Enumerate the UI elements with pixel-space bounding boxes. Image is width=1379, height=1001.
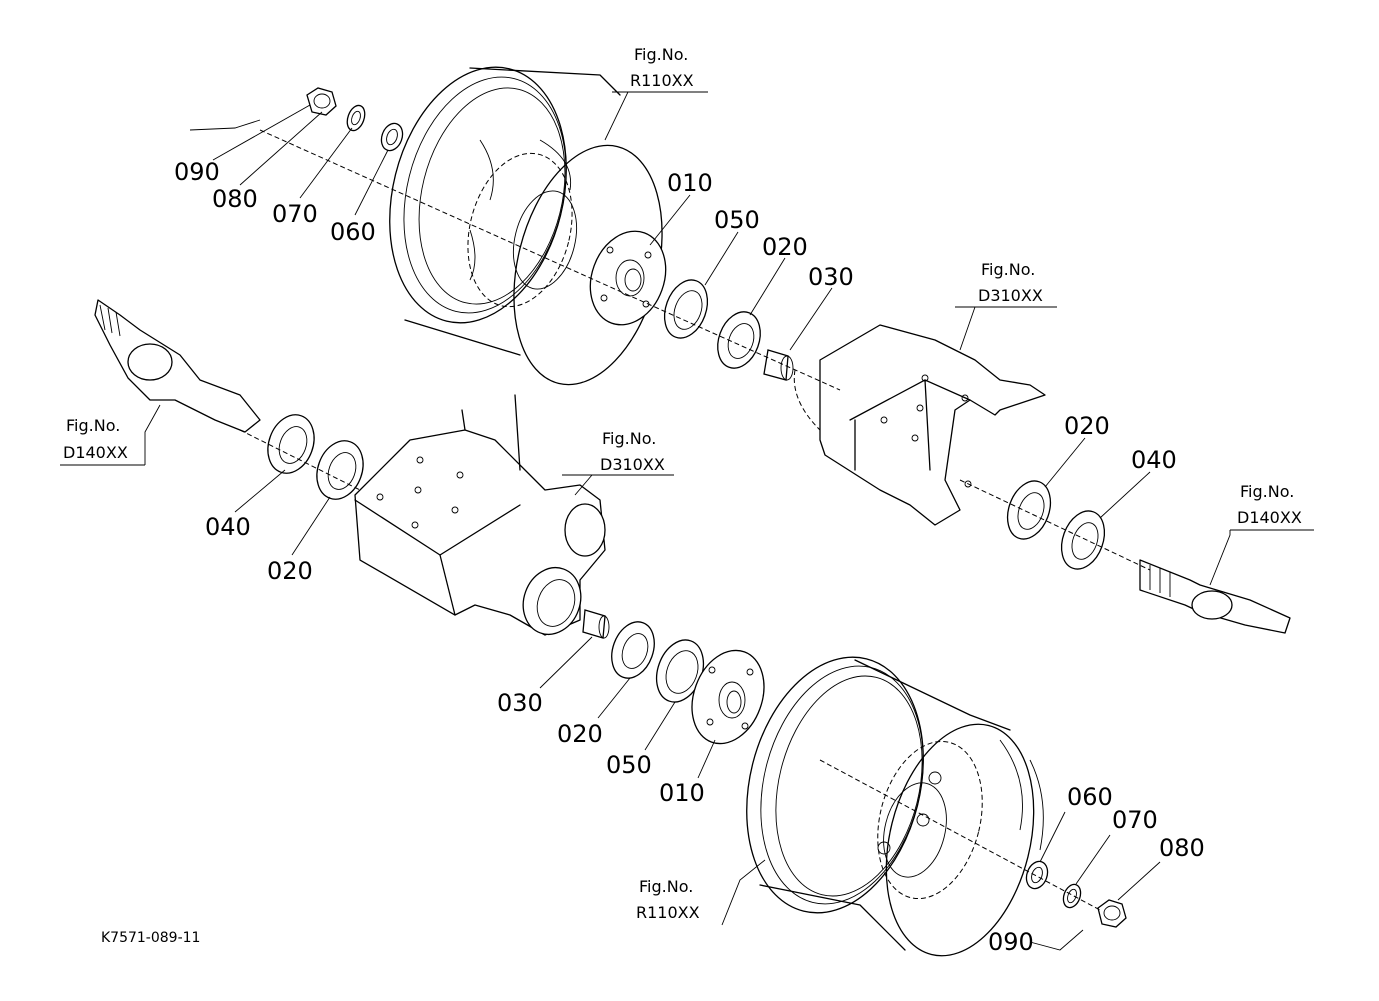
fig-ref-right-shaft-code: D140XX bbox=[1237, 508, 1302, 527]
fig-ref-right-housing-code: D310XX bbox=[978, 286, 1043, 305]
right-bearing bbox=[1006, 480, 1052, 540]
top-bearing bbox=[717, 311, 761, 369]
part-bottom-nut: 090 bbox=[988, 928, 1034, 956]
top-axis-line bbox=[259, 129, 841, 391]
left-axle-housing bbox=[354, 394, 606, 636]
part-right-seal: 040 bbox=[1131, 446, 1177, 474]
top-nut bbox=[306, 87, 337, 116]
right-drive-shaft bbox=[1139, 559, 1291, 634]
fig-ref-right-housing-label: Fig.No. bbox=[981, 260, 1035, 279]
right-axis-line bbox=[959, 479, 1151, 571]
bottom-nut bbox=[1097, 899, 1127, 928]
part-bottom-spring-washer: 070 bbox=[1112, 806, 1158, 834]
part-bottom-lock-washer: 080 bbox=[1159, 834, 1205, 862]
top-hub-flange bbox=[589, 230, 667, 326]
part-left-seal: 040 bbox=[205, 513, 251, 541]
part-bottom-bearing: 020 bbox=[557, 720, 603, 748]
fig-ref-left-housing-code: D310XX bbox=[600, 455, 665, 474]
fig-ref-right-shaft-label: Fig.No. bbox=[1240, 482, 1294, 501]
part-top-hub: 010 bbox=[667, 169, 713, 197]
top-seal bbox=[663, 279, 709, 339]
left-bearing bbox=[316, 440, 364, 500]
bottom-axis-line bbox=[819, 759, 1101, 911]
fig-ref-bottom-wheel-label: Fig.No. bbox=[639, 877, 693, 896]
fig-ref-top-wheel-label: Fig.No. bbox=[634, 45, 688, 64]
top-lock-washer bbox=[346, 104, 366, 132]
bottom-collar bbox=[582, 609, 610, 639]
fig-ref-left-shaft-label: Fig.No. bbox=[66, 416, 120, 435]
part-top-nut: 090 bbox=[174, 158, 220, 186]
left-axis-line bbox=[239, 429, 361, 491]
left-drive-shaft bbox=[94, 299, 261, 433]
right-axle-housing bbox=[793, 324, 1046, 526]
part-bottom-collar: 030 bbox=[497, 689, 543, 717]
bottom-hub-flange bbox=[691, 649, 765, 745]
part-top-seal: 050 bbox=[714, 206, 760, 234]
part-top-bearing: 020 bbox=[762, 233, 808, 261]
part-bottom-washer: 060 bbox=[1067, 783, 1113, 811]
bottom-bearing bbox=[611, 621, 655, 679]
left-seal bbox=[267, 414, 315, 474]
diagram-code: K7571-089-11 bbox=[101, 930, 200, 946]
part-bottom-seal: 050 bbox=[606, 751, 652, 779]
bottom-lock-washer bbox=[1062, 883, 1082, 909]
top-washer bbox=[380, 122, 404, 152]
bottom-wheel-rim bbox=[746, 656, 1044, 957]
top-wheel-rim bbox=[389, 66, 663, 386]
part-top-collar: 030 bbox=[808, 263, 854, 291]
part-top-lock-washer: 080 bbox=[212, 185, 258, 213]
fig-ref-top-wheel-code: R110XX bbox=[630, 71, 694, 90]
part-top-washer: 060 bbox=[330, 218, 376, 246]
top-collar bbox=[763, 349, 794, 381]
part-right-bearing: 020 bbox=[1064, 412, 1110, 440]
leader-lines bbox=[144, 91, 1231, 951]
right-seal bbox=[1060, 510, 1106, 570]
bottom-washer bbox=[1025, 860, 1049, 890]
fig-ref-bottom-wheel-code: R110XX bbox=[636, 903, 700, 922]
part-top-spring-washer: 070 bbox=[272, 200, 318, 228]
part-left-bearing: 020 bbox=[267, 557, 313, 585]
part-bottom-hub: 010 bbox=[659, 779, 705, 807]
fig-ref-left-housing-label: Fig.No. bbox=[602, 429, 656, 448]
fig-ref-left-shaft-code: D140XX bbox=[63, 443, 128, 462]
